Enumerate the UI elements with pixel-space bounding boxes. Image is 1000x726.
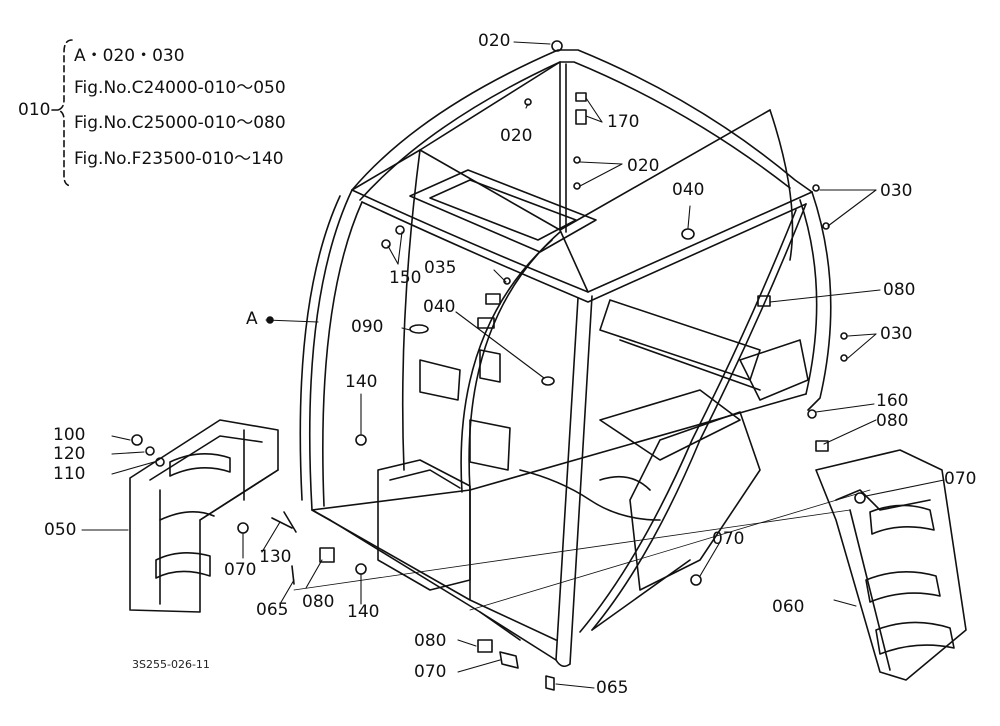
- legend-line-4: Fig.No.F23500-010～140: [74, 149, 284, 169]
- callout-080-bottom-left: 080: [302, 592, 335, 612]
- front-center-pillar: [555, 295, 593, 668]
- callout-130: 130: [259, 547, 292, 567]
- right-front-arch: [579, 203, 807, 633]
- callout-070-bottom: 070: [414, 662, 447, 682]
- left-front-pillar: [299, 189, 363, 521]
- callout-160: 160: [876, 391, 909, 411]
- callout-030-top: 030: [880, 181, 913, 201]
- interior-panels: [377, 299, 809, 591]
- legend-group-label: 010: [18, 100, 51, 120]
- callout-065-bottom: 065: [596, 678, 629, 698]
- callout-020-top: 020: [478, 31, 511, 51]
- callout-070-center: 070: [712, 529, 745, 549]
- roof-frame: [351, 49, 813, 303]
- legend-brace: [51, 39, 73, 187]
- legend-line-1: A・020・030: [74, 46, 185, 66]
- callout-080-bottom: 080: [414, 631, 447, 651]
- callout-020-mid: 020: [500, 126, 533, 146]
- callout-140-left: 140: [345, 372, 378, 392]
- legend-line-2: Fig.No.C24000-010～050: [74, 78, 286, 98]
- callout-065-left: 065: [256, 600, 289, 620]
- callout-040-top: 040: [672, 180, 705, 200]
- callout-020-right: 020: [627, 156, 660, 176]
- callout-140-bottom: 140: [347, 602, 380, 622]
- callout-060: 060: [772, 597, 805, 617]
- callout-035: 035: [424, 258, 457, 278]
- callout-150: 150: [389, 268, 422, 288]
- drawing-code: 3S255-026-11: [132, 658, 210, 671]
- callout-070-left: 070: [224, 560, 257, 580]
- callout-090: 090: [351, 317, 384, 337]
- reference-point-a: [266, 316, 274, 324]
- left-rear-arch: [401, 149, 561, 493]
- callout-080-right: 080: [883, 280, 916, 300]
- callout-120: 120: [53, 444, 86, 464]
- callout-110: 110: [53, 464, 86, 484]
- floor-frame: [311, 393, 807, 661]
- callout-080-step: 080: [876, 411, 909, 431]
- callout-050: 050: [44, 520, 77, 540]
- left-step-assembly: [129, 419, 279, 613]
- callout-030-mid: 030: [880, 324, 913, 344]
- right-rear-pillar: [769, 109, 832, 411]
- callout-a: A: [246, 309, 258, 329]
- callout-170: 170: [607, 112, 640, 132]
- leader-lines: [81, 41, 945, 689]
- legend-line-3: Fig.No.C25000-010～080: [74, 113, 286, 133]
- right-step-assembly: [815, 449, 967, 681]
- callout-040-mid: 040: [423, 297, 456, 317]
- callout-100: 100: [53, 425, 86, 445]
- callout-070-right: 070: [944, 469, 977, 489]
